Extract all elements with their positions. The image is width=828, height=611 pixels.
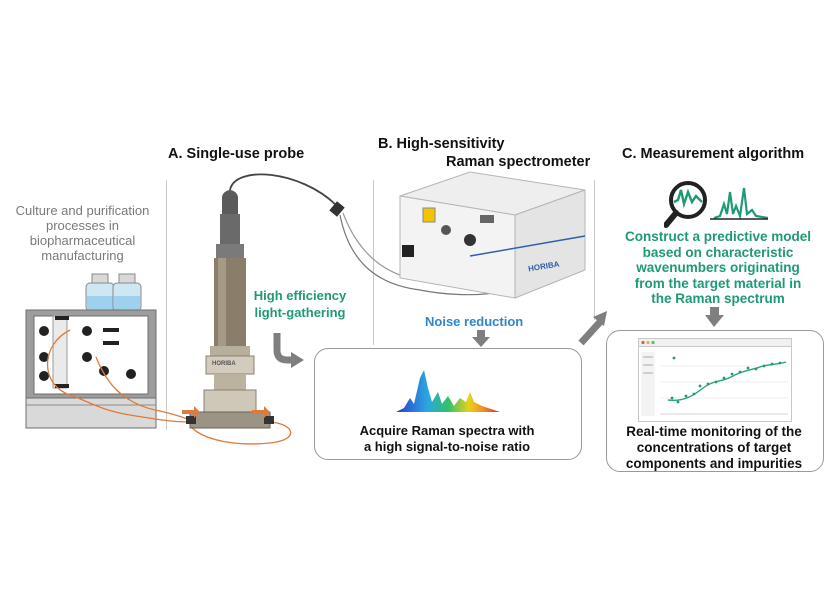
bent-arrow-icon: [273, 333, 293, 364]
spectra-caption-line: Acquire Raman spectra with: [359, 423, 535, 438]
predictive-model-line: the Raman spectrum: [651, 291, 785, 306]
light-gathering-line: High efficiency: [253, 288, 347, 303]
down-arrow-icon: [472, 337, 490, 347]
probe-brand-label: HORIBA: [212, 361, 236, 367]
spectra-caption: Acquire Raman spectra with a high signal…: [314, 423, 580, 455]
single-use-probe-illustration: [182, 190, 274, 429]
down-arrow-icon: [705, 315, 724, 327]
predictive-model-line: from the target material in: [634, 275, 802, 291]
light-gathering-line: light-gathering: [254, 305, 346, 320]
heading-spectrometer-line1: B. High-sensitivity: [378, 136, 505, 152]
monitoring-caption: Real-time monitoring of the concentratio…: [606, 424, 822, 472]
heading-spectrometer-line2: Raman spectrometer: [446, 154, 591, 170]
fiber-cable: [229, 173, 337, 206]
noise-reduction-label: Noise reduction: [425, 314, 524, 329]
monitoring-caption-line: concentrations of target: [636, 440, 792, 455]
monitoring-caption-line: Real-time monitoring of the: [626, 424, 802, 439]
raman-spectrometer-illustration: [399, 171, 586, 299]
monitoring-caption-line: components and impurities: [625, 456, 803, 471]
process-caption-line: processes in: [46, 218, 119, 233]
process-caption: Culture and purification processes in bi…: [0, 203, 165, 263]
divider-right: [594, 180, 595, 320]
divider-middle: [373, 180, 374, 345]
divider-left: [166, 180, 167, 430]
diagonal-arrow-icon: [578, 319, 603, 346]
predictive-model-line: Construct a predictive model: [624, 229, 812, 244]
tubing: [47, 329, 191, 423]
spectra-caption-line: a high signal-to-noise ratio: [363, 439, 531, 454]
predictive-model-text: Construct a predictive model based on ch…: [608, 229, 828, 307]
process-caption-line: Culture and purification: [15, 203, 150, 218]
predictive-model-line: based on characteristic: [642, 244, 794, 260]
bottle-icon: [112, 273, 142, 312]
predictive-model-line: wavenumbers originating: [636, 260, 800, 275]
heading-measurement-algorithm: C. Measurement algorithm: [622, 146, 805, 162]
raman-spectrum-icon: [396, 370, 500, 412]
heading-single-use-probe: A. Single-use probe: [168, 146, 305, 162]
magnifier-spectrum-icon: [664, 181, 769, 228]
process-caption-line: manufacturing: [41, 248, 124, 263]
process-caption-line: biopharmaceutical: [29, 233, 136, 248]
monitoring-chart-window: [638, 338, 792, 422]
light-gathering-note: High efficiency light-gathering: [232, 287, 368, 321]
